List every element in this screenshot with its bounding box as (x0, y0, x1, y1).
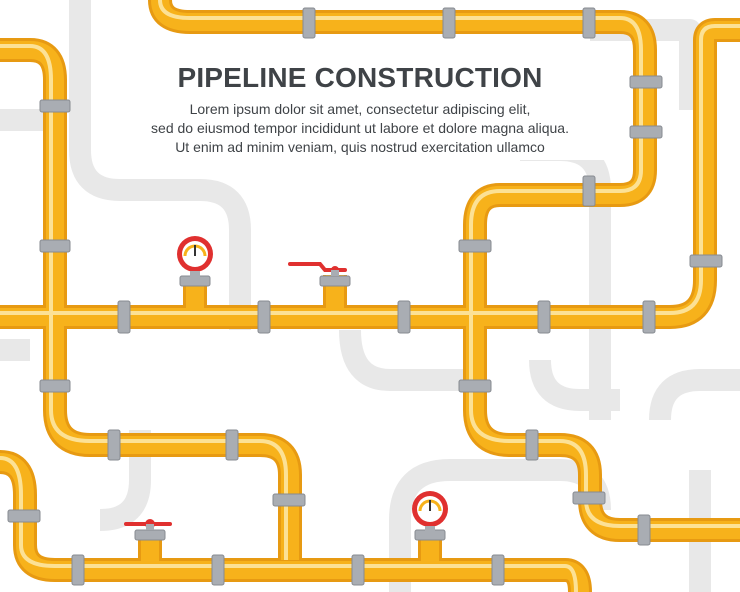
pressure-gauge-icon (412, 491, 448, 532)
subtitle-line-1: Lorem ipsum dolor sit amet, consectetur … (189, 101, 531, 117)
subtitle-line-3: Ut enim ad minim veniam, quis nostrud ex… (175, 139, 545, 155)
title-panel (100, 48, 620, 160)
title-block: PIPELINE CONSTRUCTION Lorem ipsum dolor … (110, 62, 610, 157)
pressure-gauge-icon (177, 236, 213, 277)
page-title: PIPELINE CONSTRUCTION (177, 62, 543, 93)
subtitle-line-2: sed do eiusmod tempor incididunt ut labo… (151, 120, 569, 136)
pipe-flange-icons (7, 7, 723, 586)
valve-handle-icon (124, 519, 172, 530)
valve-handle-icon (288, 262, 347, 276)
